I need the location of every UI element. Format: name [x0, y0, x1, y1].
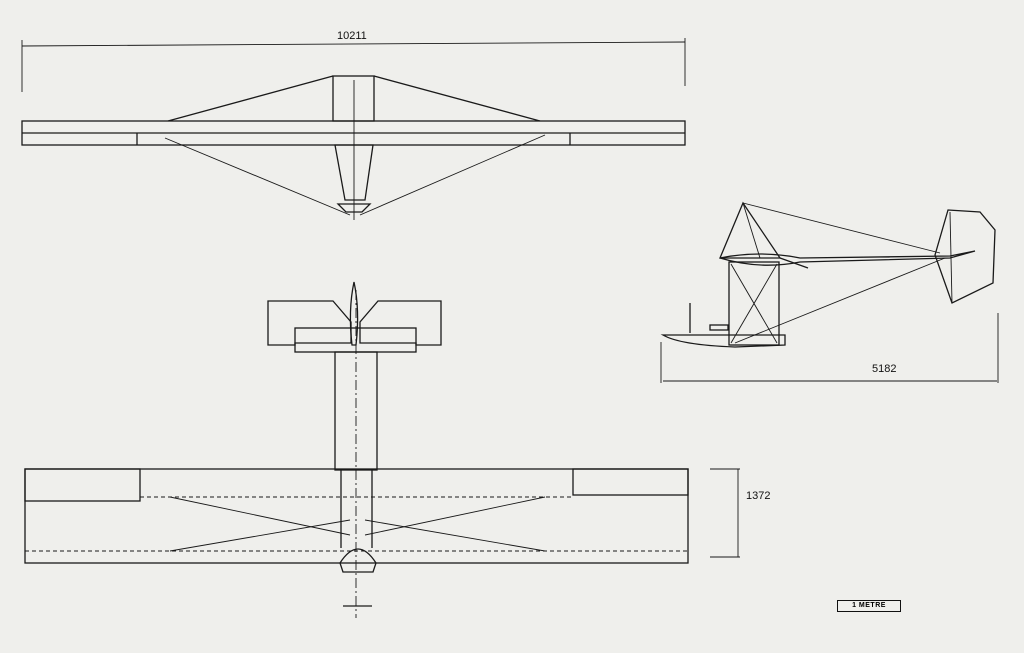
- span-dimension-label: 10211: [337, 30, 367, 42]
- side-view: [660, 201, 999, 383]
- chord-dimension-label: 1372: [746, 490, 771, 502]
- length-dimension-label: 5182: [872, 363, 897, 375]
- plan-view: [24, 281, 740, 618]
- scale-bar: 1 METRE: [837, 600, 901, 612]
- front-view: [21, 38, 686, 220]
